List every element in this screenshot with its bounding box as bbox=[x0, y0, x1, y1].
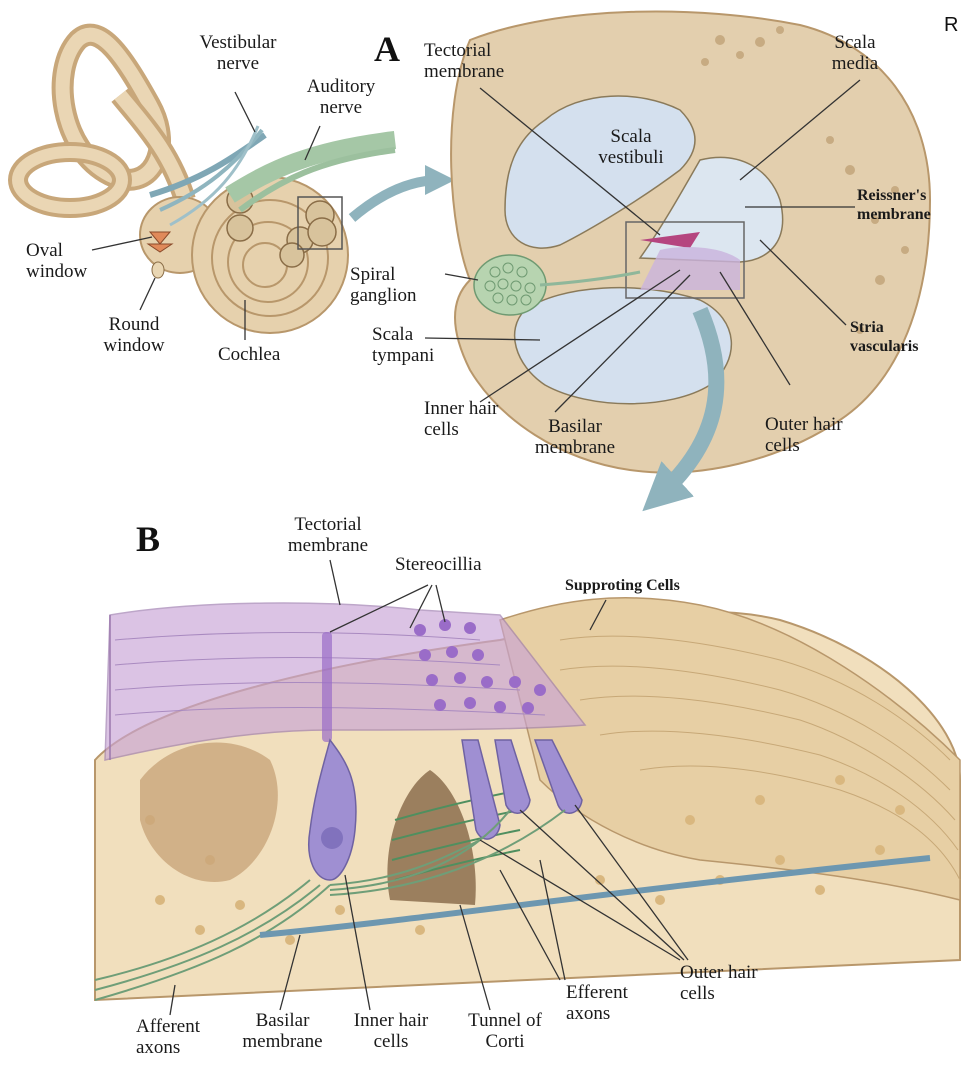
label-oval-window: Oval window bbox=[26, 240, 96, 282]
label-scala-media: Scala media bbox=[810, 32, 900, 74]
label-scala-vestibuli: Scala vestibuli bbox=[576, 126, 686, 168]
label-tunnel-of-corti: Tunnel of Corti bbox=[460, 1010, 550, 1052]
label-tectorial-membrane-a: Tectorial membrane bbox=[424, 40, 524, 82]
label-cochlea: Cochlea bbox=[218, 344, 280, 365]
label-efferent-axons: Efferent axons bbox=[566, 982, 656, 1024]
label-outer-hair-cells-a: Outer hair cells bbox=[765, 414, 865, 456]
label-scala-tympani: Scala tympani bbox=[372, 324, 452, 366]
label-vestibular-nerve: Vestibular nerve bbox=[178, 32, 298, 74]
label-supporting-cells: Supproting Cells bbox=[565, 576, 680, 595]
label-outer-hair-cells-b: Outer hair cells bbox=[680, 962, 790, 1004]
label-basilar-membrane-a: Basilar membrane bbox=[520, 416, 630, 458]
panel-a-letter: A bbox=[374, 28, 400, 70]
label-inner-hair-cells-b: Inner hair cells bbox=[346, 1010, 436, 1052]
label-afferent-axons: Afferent axons bbox=[136, 1016, 216, 1058]
label-tectorial-membrane-b: Tectorial membrane bbox=[268, 514, 388, 556]
label-spiral-ganglion: Spiral ganglion bbox=[350, 264, 445, 306]
label-stereocilia: Stereocillia bbox=[395, 554, 482, 575]
label-inner-hair-cells-a: Inner hair cells bbox=[424, 398, 524, 440]
label-reissners-membrane: Reissner's membrane bbox=[857, 186, 957, 224]
label-round-window: Round window bbox=[84, 314, 184, 356]
corner-mark: R bbox=[944, 14, 958, 37]
panel-b-letter: B bbox=[136, 518, 160, 560]
label-basilar-membrane-b: Basilar membrane bbox=[230, 1010, 335, 1052]
label-stria-vascularis: Stria vascularis bbox=[850, 318, 930, 356]
organ-of-corti-detail bbox=[95, 598, 960, 1000]
label-auditory-nerve: Auditory nerve bbox=[286, 76, 396, 118]
